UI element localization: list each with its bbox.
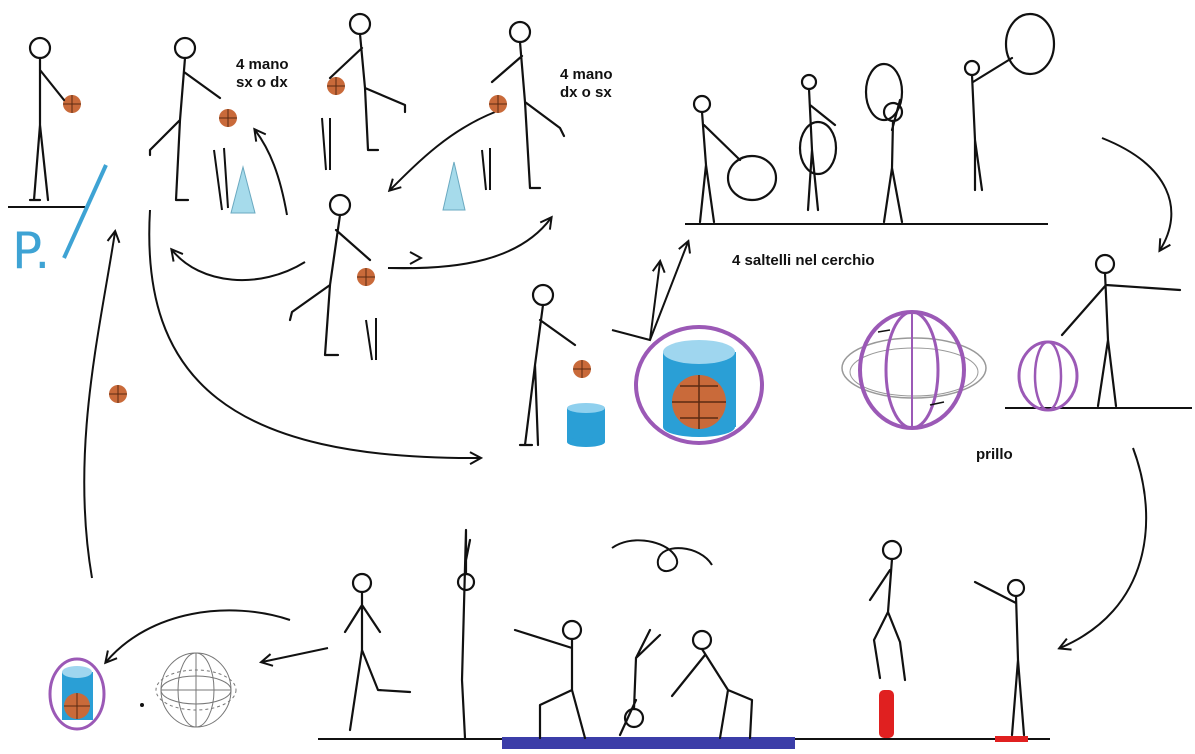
label-hand-left-right: 4 mano sx o dx: [236, 56, 289, 92]
figure-handstand: [458, 530, 474, 738]
figure-roll-2: [620, 630, 660, 735]
gymnast-figures: [30, 14, 1180, 738]
arrow-diag-down: [390, 112, 495, 190]
cylinder-stand: [567, 403, 605, 447]
cones: [231, 162, 465, 213]
arrow-return-up: [84, 232, 115, 578]
figure-run: [345, 574, 410, 730]
figure-hoop-2: [800, 75, 836, 210]
figure-roll-1: [672, 631, 752, 738]
figure-start: [30, 38, 64, 200]
bounce-lines: [214, 118, 490, 360]
dot-marker: [140, 703, 144, 707]
red-post: [879, 690, 894, 738]
arrow-to-globe: [262, 648, 328, 662]
start-mark-p: P.: [12, 226, 50, 276]
label-hoop-jumps: 4 saltelli nel cerchio: [732, 252, 875, 270]
gym-mat: [502, 737, 795, 749]
arrow-left-center: [172, 250, 305, 280]
label-hand-right-left: 4 mano dx o sx: [560, 66, 613, 102]
label-spin: prillo: [976, 446, 1013, 464]
figure-hoop-3: [866, 64, 902, 222]
ball-in-cylinder-hoop: [636, 327, 762, 443]
spinning-hoop-large: [842, 312, 986, 428]
figure-jump-arms-up: [975, 580, 1024, 735]
figure-spin: [1062, 255, 1180, 406]
small-ball-in-cylinder-hoop: [50, 659, 104, 729]
somersault-swirl: [612, 540, 712, 571]
arrow-right-down: [1060, 448, 1146, 648]
spinning-hoop-small: [1019, 342, 1077, 410]
arrow-to-bucket: [106, 610, 290, 662]
label-hand-left-right-line1: 4 mano: [236, 56, 289, 74]
figure-throw: [520, 285, 575, 445]
figure-jump-tuck: [870, 541, 905, 680]
figure-hoop-1: [694, 96, 776, 222]
wireframe-globe: [156, 653, 236, 727]
arrow-curve-top-left: [255, 130, 287, 215]
arrow-start-loop: [149, 210, 480, 458]
figure-hoop-4: [965, 14, 1054, 190]
arrow-to-hoops: [612, 242, 688, 340]
label-hand-left-right-line2: sx o dx: [236, 74, 289, 92]
arrow-right-center: [388, 218, 551, 268]
label-hand-right-left-line2: dx o sx: [560, 84, 613, 102]
red-floor-mark: [995, 736, 1028, 742]
start-slash: [64, 165, 106, 258]
arrow-right-top: [1102, 138, 1171, 250]
figure-bounce-1: [150, 38, 220, 200]
figure-squat: [515, 621, 585, 738]
label-hand-right-left-line1: 4 mano: [560, 66, 613, 84]
